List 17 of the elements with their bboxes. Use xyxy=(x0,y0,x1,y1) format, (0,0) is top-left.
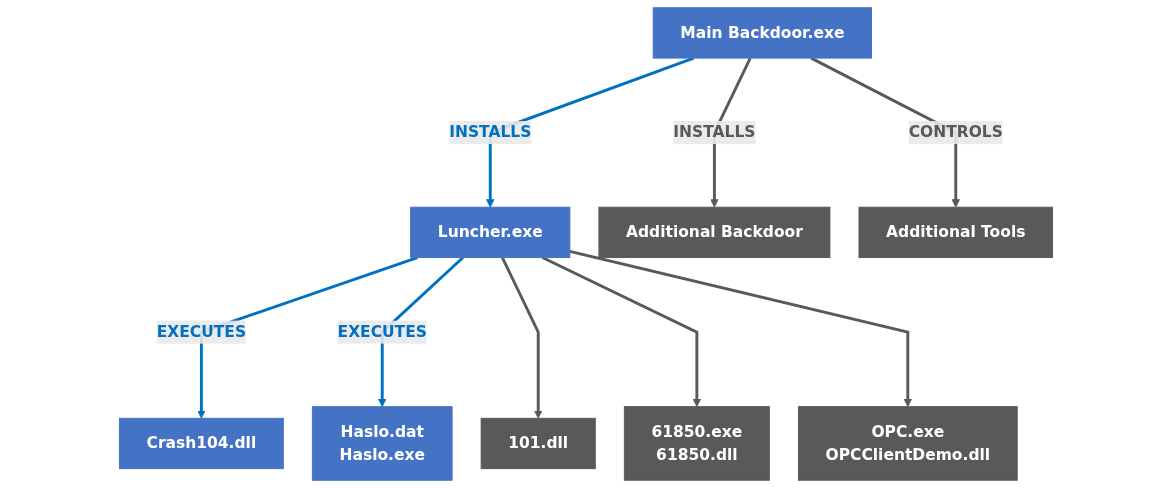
node-box: Haslo.dat Haslo.exe xyxy=(311,406,453,481)
node-box: 101.dll xyxy=(480,417,596,470)
node-box: Additional Backdoor xyxy=(598,206,831,259)
edge-label: CONTROLS xyxy=(908,122,1003,142)
edge-label: EXECUTES xyxy=(337,322,427,341)
edge-label: INSTALLS xyxy=(449,122,532,142)
node-box: OPC.exe OPCClientDemo.dll xyxy=(797,406,1018,481)
edge-label: EXECUTES xyxy=(156,322,247,341)
node-box: Additional Tools xyxy=(858,206,1054,259)
arrow xyxy=(501,256,543,419)
arrow xyxy=(569,250,913,408)
arrow xyxy=(541,256,702,408)
node-box: Luncher.exe xyxy=(410,206,571,259)
node-box: Main Backdoor.exe xyxy=(652,7,872,59)
edge-label: INSTALLS xyxy=(673,122,756,142)
node-box: 61850.exe 61850.dll xyxy=(623,406,770,481)
node-box: Crash104.dll xyxy=(118,417,284,470)
